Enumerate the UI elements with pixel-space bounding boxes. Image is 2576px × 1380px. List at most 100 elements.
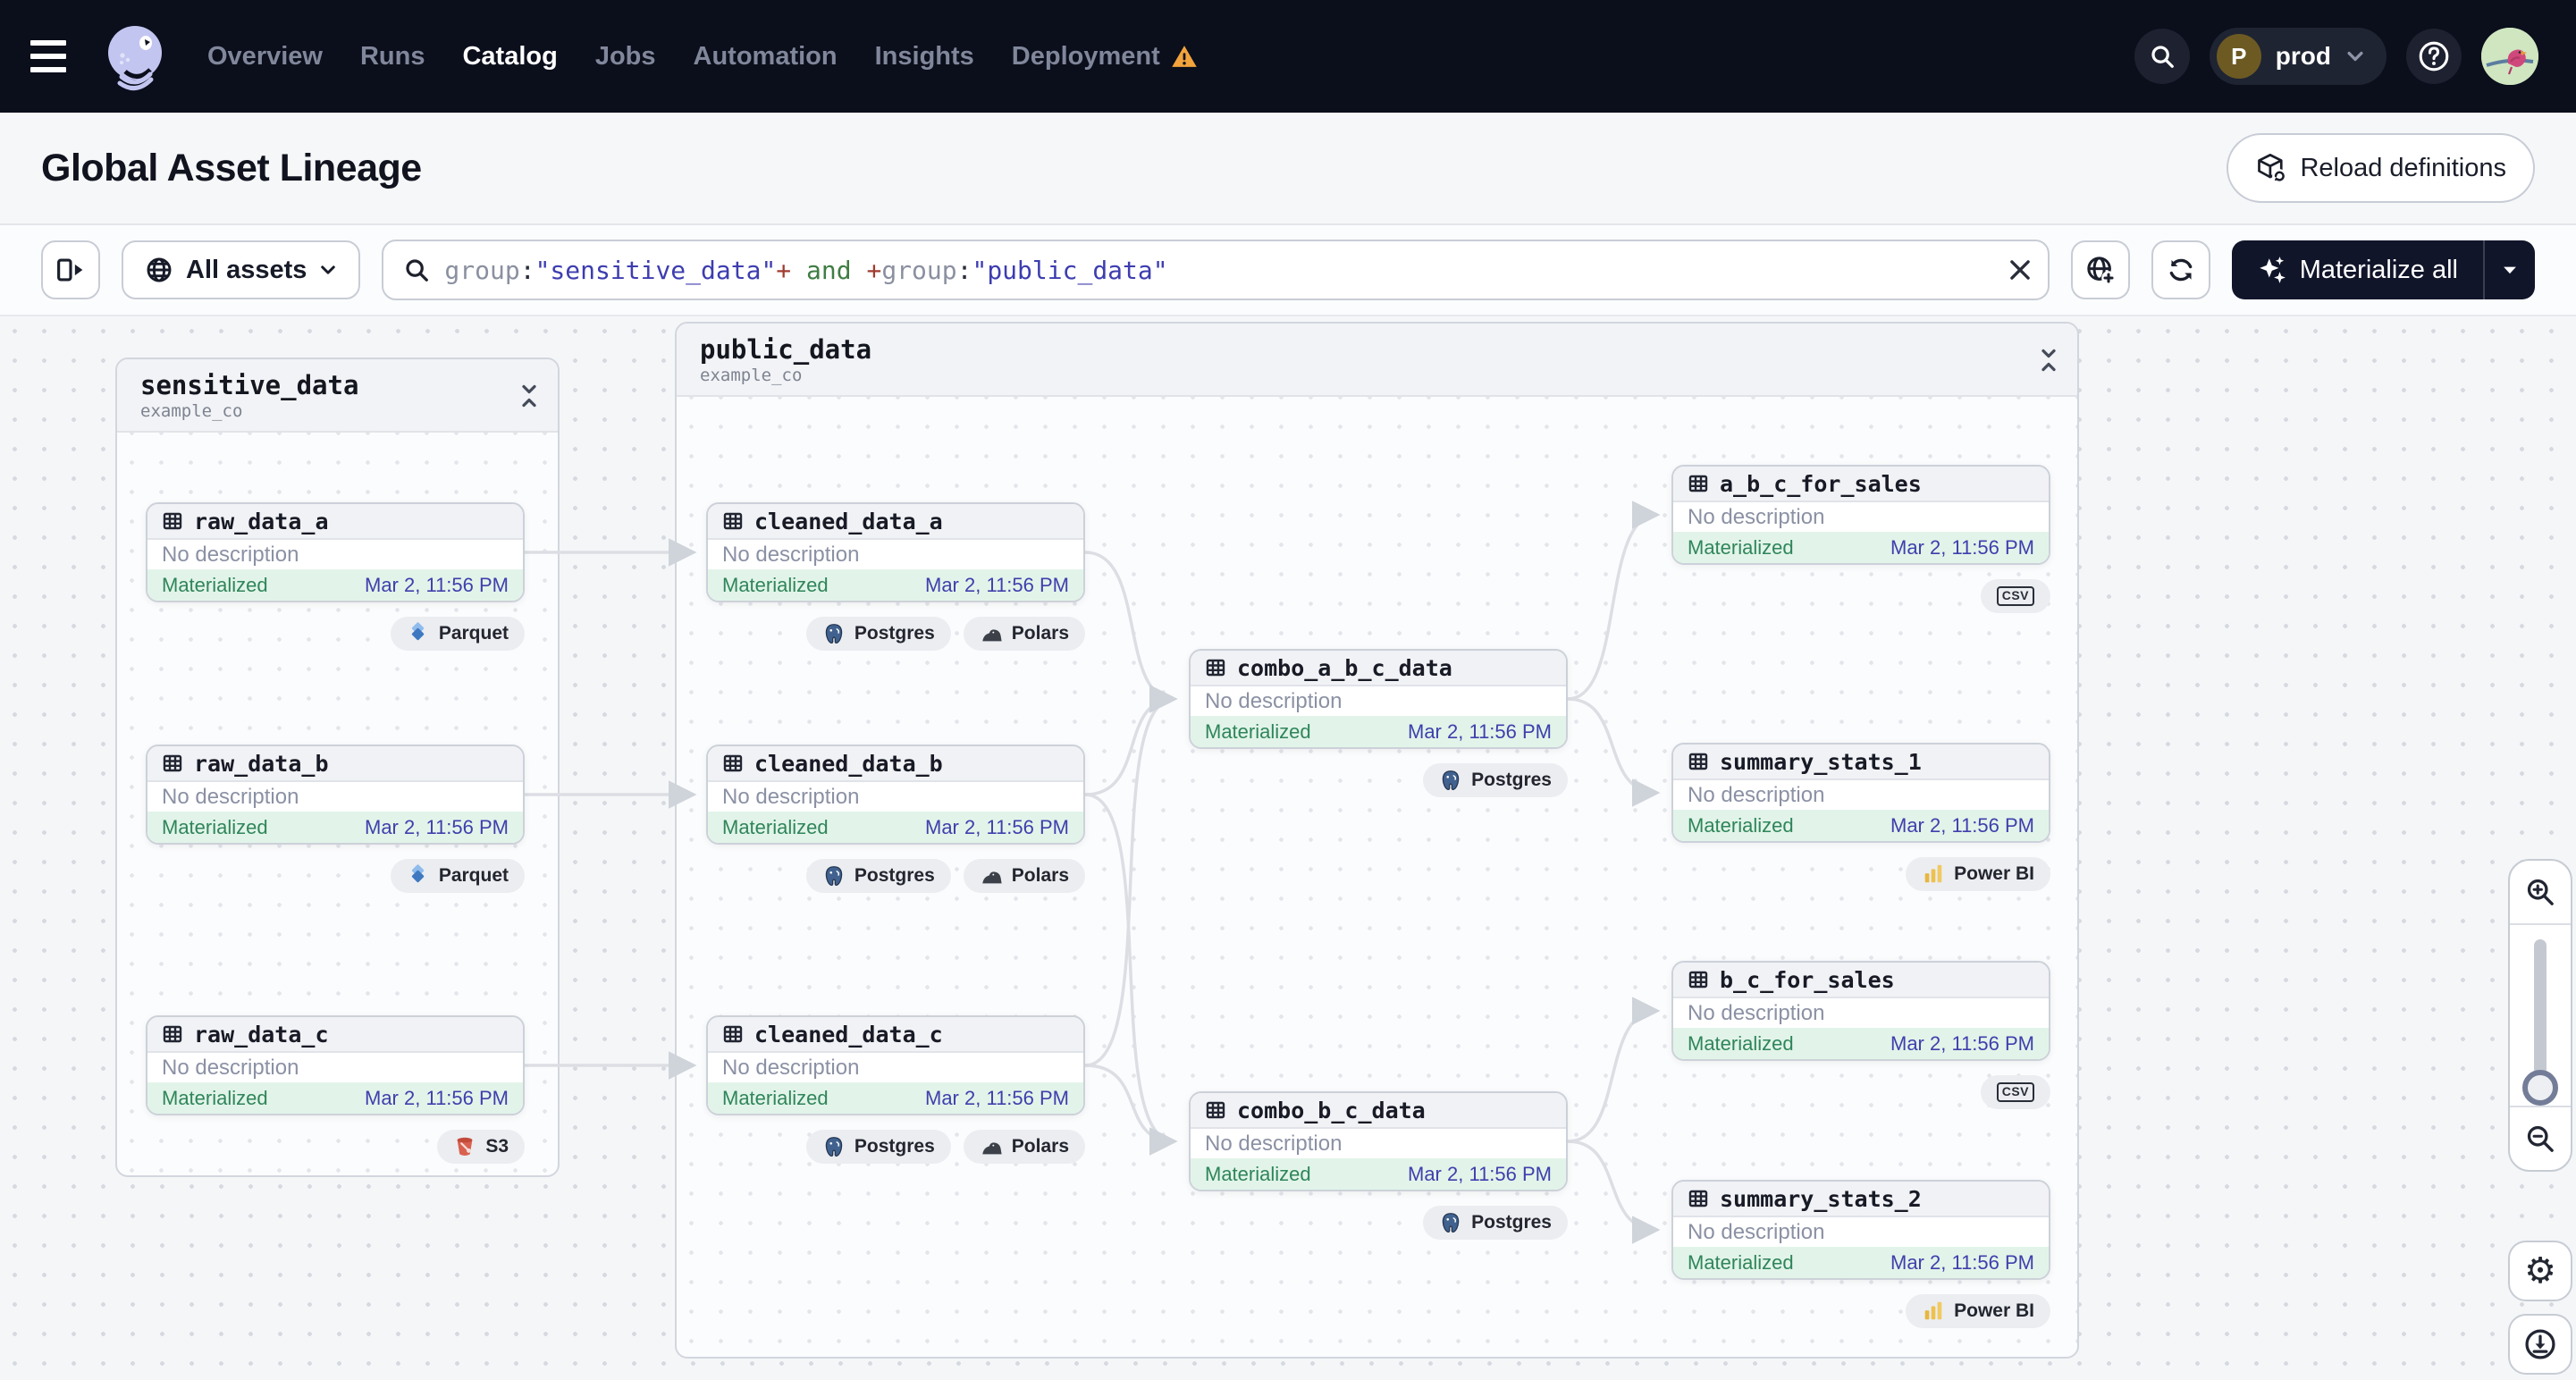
asset-search-input[interactable]: group:"sensitive_data"+ and +group:"publ… <box>382 240 2050 300</box>
tag-polars[interactable]: Polars <box>963 617 1085 651</box>
asset-timestamp: Mar 2, 11:56 PM <box>1408 719 1552 743</box>
collapse-group-icon[interactable] <box>2038 347 2059 374</box>
tag-powerbi[interactable]: Power BI <box>1906 1294 2050 1328</box>
asset-status: Materialized <box>1205 1162 1311 1185</box>
collapse-group-icon[interactable] <box>518 383 540 409</box>
tag-polars[interactable]: Polars <box>963 1130 1085 1164</box>
nav-item-deployment[interactable]: Deployment <box>1012 42 1198 72</box>
tag-csv[interactable]: CSV <box>1980 579 2050 613</box>
nav-item-runs[interactable]: Runs <box>359 41 425 71</box>
reload-definitions-button[interactable]: Reload definitions <box>2227 133 2535 203</box>
tag-postgres[interactable]: Postgres <box>1423 1206 1568 1240</box>
table-icon <box>1688 473 1709 494</box>
asset-description: No description <box>722 1055 860 1080</box>
asset-timestamp: Mar 2, 11:56 PM <box>365 815 509 838</box>
asset-name: cleaned_data_c <box>754 1021 943 1048</box>
nav-item-insights[interactable]: Insights <box>874 41 974 71</box>
table-icon <box>162 753 183 774</box>
zoom-out-button[interactable] <box>2510 1106 2571 1170</box>
materialize-all-label: Materialize all <box>2299 255 2458 284</box>
asset-tags: Postgres <box>1189 1206 1568 1240</box>
help-icon <box>2418 40 2450 72</box>
tag-powerbi[interactable]: Power BI <box>1906 857 2050 891</box>
user-avatar[interactable] <box>2481 28 2538 85</box>
hamburger-menu-icon[interactable] <box>30 29 86 84</box>
asset-description: No description <box>162 784 299 809</box>
asset-node-cleaned-data-c[interactable]: cleaned_data_c No description Materializ… <box>706 1015 1085 1115</box>
asset-tags: Power BI <box>1671 857 2050 891</box>
group-repo: example_co <box>700 366 803 385</box>
dagster-logo[interactable] <box>98 20 172 93</box>
asset-node-a-b-c-for-sales[interactable]: a_b_c_for_sales No description Materiali… <box>1671 465 2050 565</box>
asset-status: Materialized <box>162 1086 268 1109</box>
asset-name: combo_b_c_data <box>1237 1097 1426 1123</box>
expand-panel-button[interactable] <box>41 240 100 299</box>
lineage-canvas[interactable]: sensitive_data example_co public_data ex… <box>0 316 2576 1380</box>
group-repo: example_co <box>140 401 243 421</box>
asset-node-cleaned-data-b[interactable]: cleaned_data_b No description Materializ… <box>706 745 1085 845</box>
refresh-button[interactable] <box>2151 240 2210 299</box>
search-button[interactable] <box>2134 29 2190 84</box>
asset-node-b-c-for-sales[interactable]: b_c_for_sales No description Materialize… <box>1671 961 2050 1061</box>
table-icon <box>1688 1188 1709 1209</box>
zoom-slider-track[interactable] <box>2534 939 2547 1091</box>
asset-node-summary-stats-1[interactable]: summary_stats_1 No description Materiali… <box>1671 743 2050 843</box>
top-nav: Overview Runs Catalog Jobs Automation In… <box>0 0 2576 113</box>
lineage-toolbar: All assets group:"sensitive_data"+ and +… <box>0 225 2576 316</box>
clear-search-button[interactable] <box>2008 258 2032 282</box>
asset-tags: S3 <box>146 1130 525 1164</box>
asset-name: cleaned_data_b <box>754 750 943 777</box>
materialize-all-button[interactable]: Materialize all <box>2232 240 2483 299</box>
search-icon <box>403 257 430 283</box>
materialize-options-button[interactable] <box>2483 240 2535 299</box>
zoom-in-button[interactable] <box>2510 861 2571 925</box>
nav-item-jobs[interactable]: Jobs <box>594 41 656 71</box>
asset-node-summary-stats-2[interactable]: summary_stats_2 No description Materiali… <box>1671 1180 2050 1280</box>
group-name: public_data <box>700 334 872 365</box>
asset-status: Materialized <box>1688 1031 1794 1055</box>
nav-item-overview[interactable]: Overview <box>207 41 323 71</box>
tag-parquet[interactable]: Parquet <box>390 859 525 893</box>
group-header-public-data[interactable]: public_data example_co <box>677 324 2077 397</box>
tag-label: S3 <box>485 1136 509 1157</box>
help-button[interactable] <box>2406 29 2462 84</box>
tag-postgres[interactable]: Postgres <box>1423 763 1568 797</box>
tag-postgres[interactable]: Postgres <box>805 617 951 651</box>
avatar-bird-image <box>2481 28 2538 85</box>
nav-item-catalog[interactable]: Catalog <box>462 41 558 71</box>
asset-timestamp: Mar 2, 11:56 PM <box>925 573 1069 596</box>
asset-description: No description <box>1205 688 1343 713</box>
tag-label: Power BI <box>1954 1300 2034 1321</box>
asset-node-combo-a-b-c-data[interactable]: combo_a_b_c_data No description Material… <box>1189 649 1568 749</box>
chevron-down-icon <box>319 261 337 279</box>
postgres-icon <box>1439 769 1462 792</box>
asset-node-cleaned-data-a[interactable]: cleaned_data_a No description Materializ… <box>706 502 1085 602</box>
cube-reload-icon <box>2255 152 2287 184</box>
materialize-all-split-button: Materialize all <box>2231 240 2535 299</box>
recenter-view-button[interactable] <box>2508 1314 2572 1375</box>
postgres-icon <box>822 1135 846 1158</box>
polars-icon <box>980 622 1003 645</box>
tag-polars[interactable]: Polars <box>963 859 1085 893</box>
asset-filter-button[interactable]: All assets <box>122 240 361 299</box>
graph-settings-button[interactable]: ⚙ <box>2508 1241 2572 1301</box>
view-saved-selections-button[interactable] <box>2070 240 2130 299</box>
asset-timestamp: Mar 2, 11:56 PM <box>1408 1162 1552 1185</box>
asset-node-combo-b-c-data[interactable]: combo_b_c_data No description Materializ… <box>1189 1091 1568 1191</box>
asset-status: Materialized <box>1205 719 1311 743</box>
tag-postgres[interactable]: Postgres <box>805 859 951 893</box>
tag-parquet[interactable]: Parquet <box>390 617 525 651</box>
zoom-slider-handle[interactable] <box>2522 1070 2558 1106</box>
deployment-switcher[interactable]: P prod <box>2209 28 2387 85</box>
tag-csv[interactable]: CSV <box>1980 1075 2050 1109</box>
zoom-slider[interactable] <box>2510 925 2571 1106</box>
asset-description: No description <box>1688 1000 1825 1025</box>
group-header-sensitive-data[interactable]: sensitive_data example_co <box>117 359 558 433</box>
tag-postgres[interactable]: Postgres <box>805 1130 951 1164</box>
polars-icon <box>980 1135 1003 1158</box>
nav-item-automation[interactable]: Automation <box>693 41 838 71</box>
tag-s3[interactable]: S3 <box>437 1130 525 1164</box>
